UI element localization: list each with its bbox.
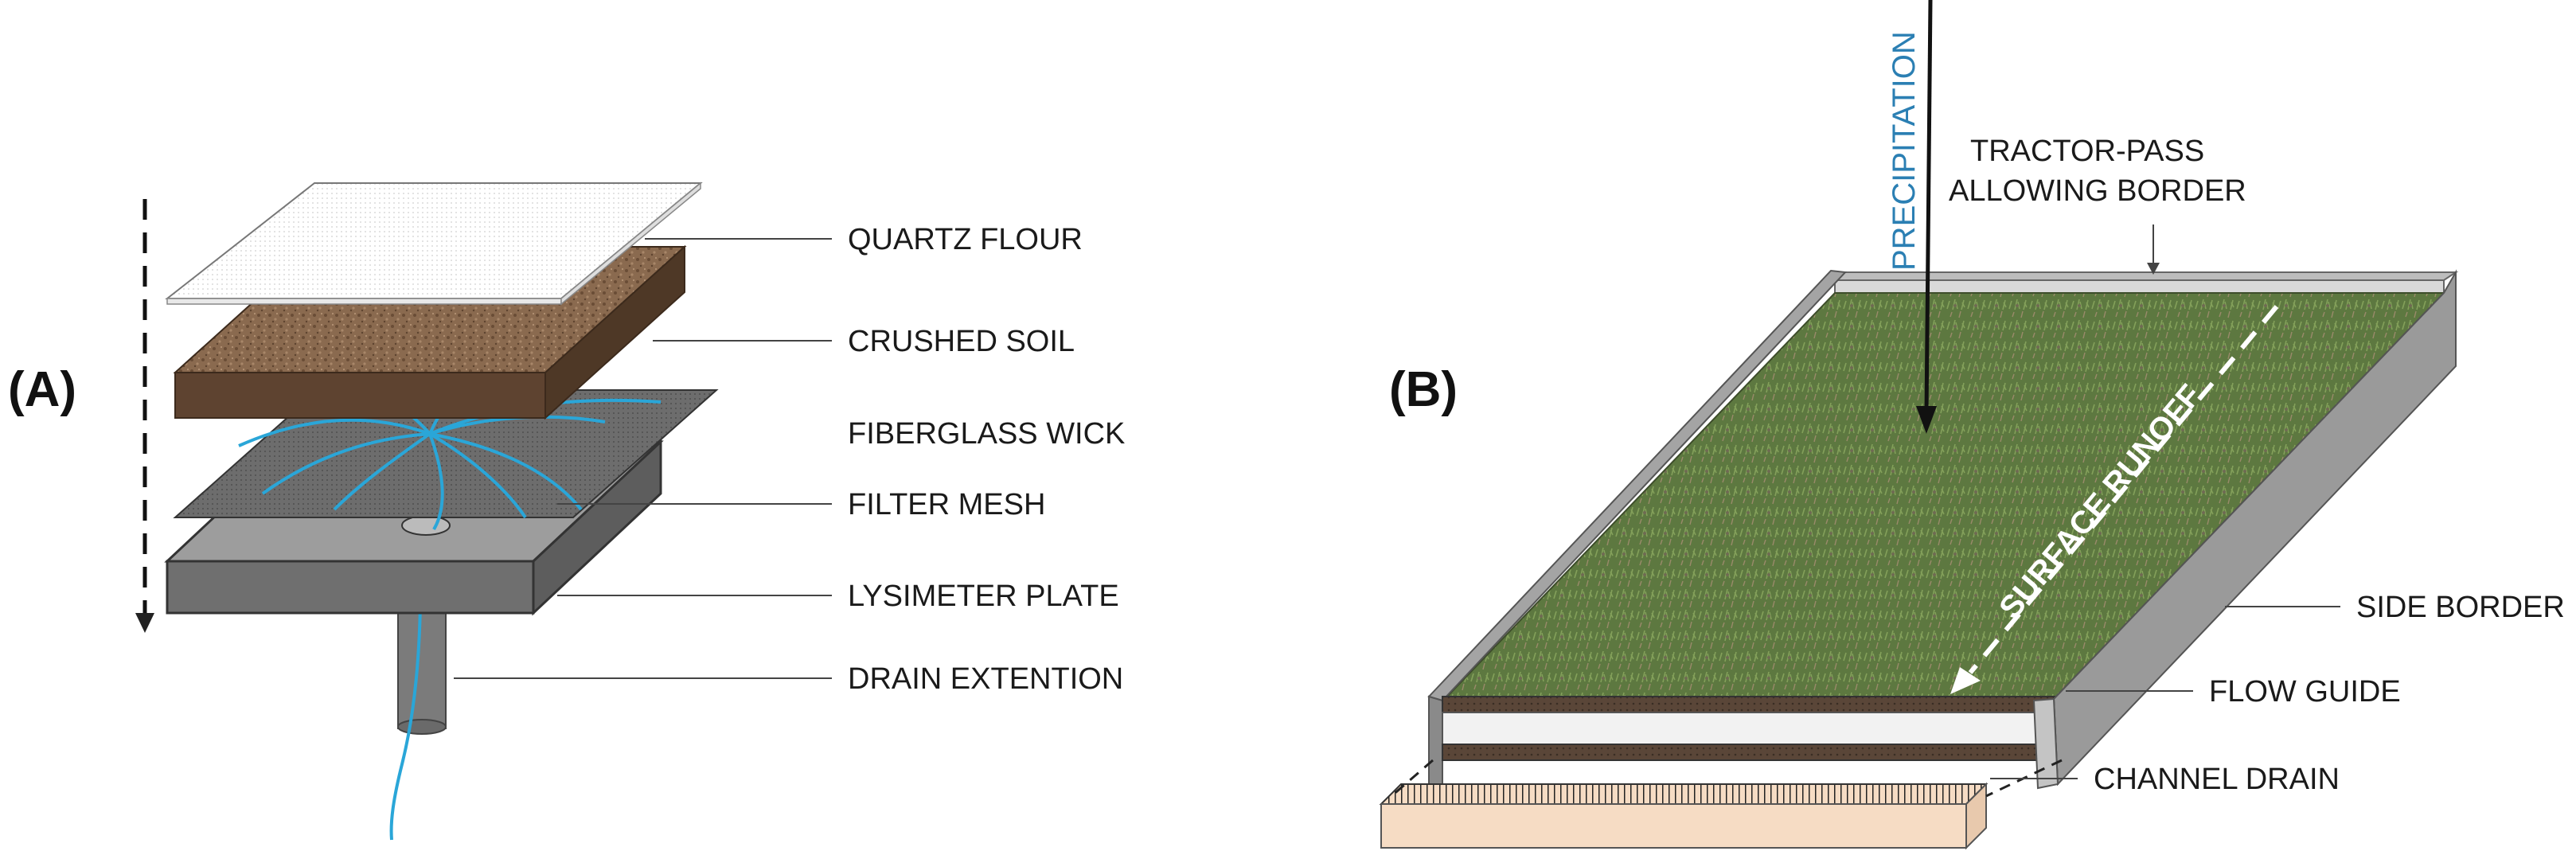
connector-left [1391,759,1434,798]
label-flow-guide: FLOW GUIDE [2209,675,2401,709]
precipitation-arrow [1924,0,1933,415]
panel-b: (B) PRECIPITATION [1379,0,2565,850]
label-filter-mesh: FILTER MESH [848,488,1045,521]
surface-runoff-arrowhead [1950,667,1981,694]
quartz-flour [165,182,703,306]
surface-runoff-arrow [1968,305,2279,674]
channel-drain [1379,782,1989,850]
label-drain-extension: DRAIN EXTENTION [848,662,1123,696]
label-side-border: SIDE BORDER [2356,591,2565,624]
label-fiberglass-wick: FIBERGLASS WICK [848,417,1125,451]
label-lysimeter-plate: LYSIMETER PLATE [848,580,1119,613]
panel-a-label: (A) [8,362,76,417]
flow-guide [1442,696,2059,761]
label-crushed-soil: CRUSHED SOIL [848,325,1075,358]
label-tractor-pass-line1: TRACTOR-PASS [1970,135,2204,168]
drain-wick-tube [389,556,423,841]
label-tractor-pass-line2: ALLOWING BORDER [1949,174,2246,208]
precipitation-arrowhead [1916,406,1937,434]
label-quartz-flour: QUARTZ FLOUR [848,223,1083,256]
panel-b-label: (B) [1389,362,1458,417]
drain-extension [389,556,447,841]
panel-a: (A) [8,182,1125,841]
flow-direction-arrowhead [135,613,154,633]
label-channel-drain: CHANNEL DRAIN [2094,763,2340,796]
label-precipitation: PRECIPITATION [1887,31,1922,271]
